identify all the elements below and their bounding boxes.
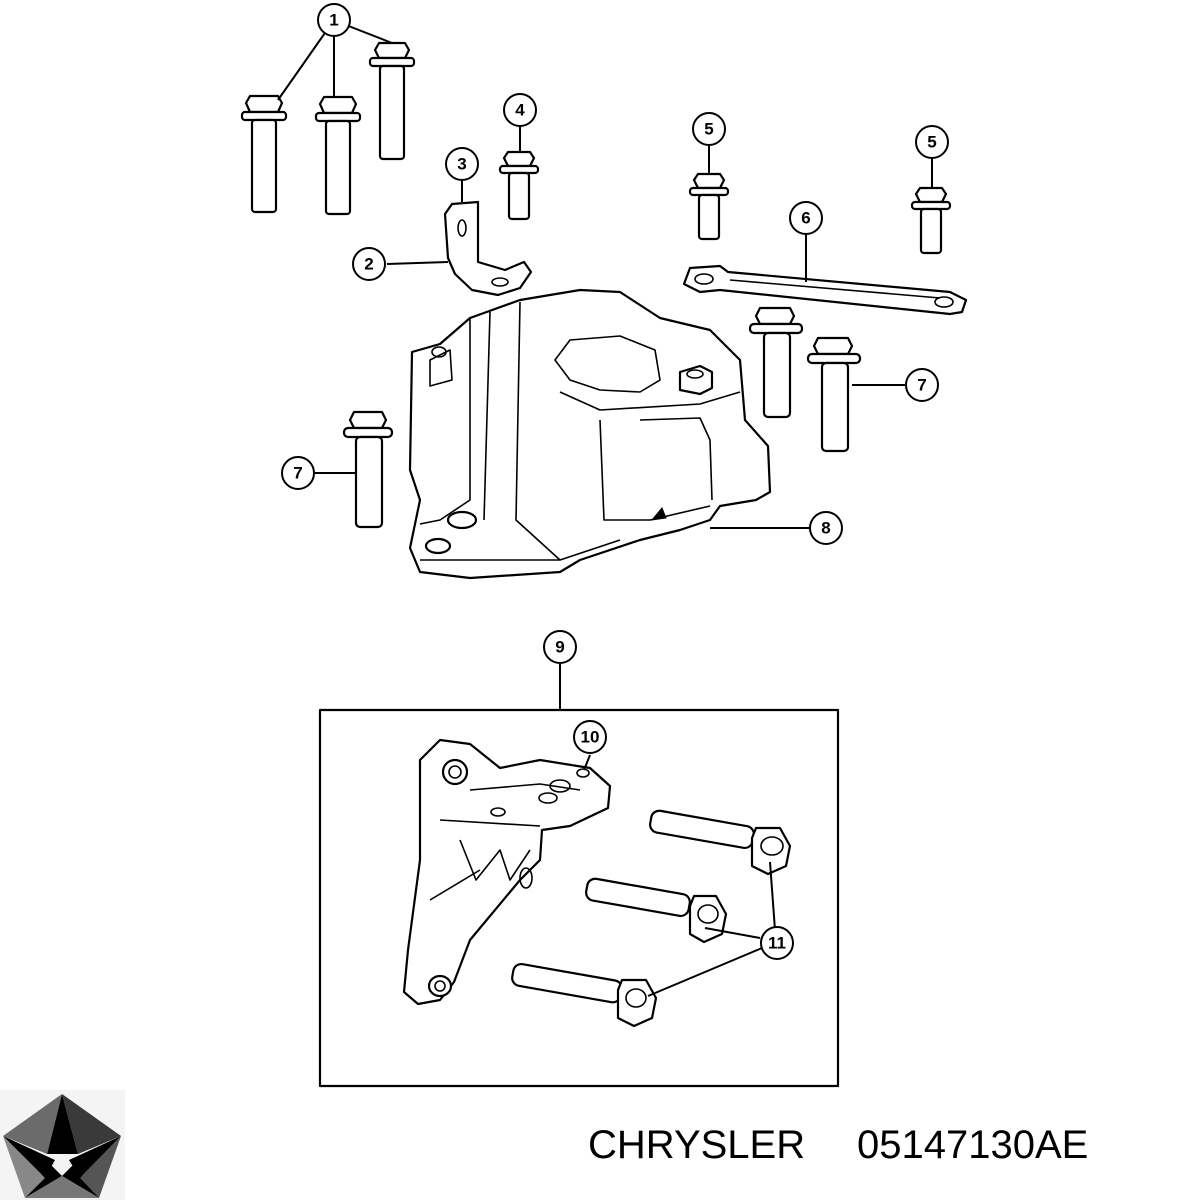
callout-5-left: 5 bbox=[692, 112, 726, 146]
bolt-5-left bbox=[688, 172, 730, 241]
callout-1: 1 bbox=[317, 3, 351, 37]
kit-box bbox=[318, 708, 840, 1088]
callout-label: 6 bbox=[801, 209, 810, 228]
mount-bracket bbox=[402, 738, 612, 1006]
callout-11: 11 bbox=[760, 926, 794, 960]
bolt bbox=[314, 95, 362, 216]
callout-label: 1 bbox=[329, 11, 338, 30]
bolt-11-top bbox=[649, 809, 792, 876]
engine-mount bbox=[408, 288, 772, 580]
leader-lines bbox=[277, 19, 933, 997]
callout-label: 5 bbox=[704, 120, 713, 139]
callout-2: 2 bbox=[352, 247, 386, 281]
bolt-5-right bbox=[910, 186, 952, 255]
bolt bbox=[368, 41, 416, 161]
bolt-11-middle bbox=[585, 877, 728, 944]
part-number: 05147130AE bbox=[857, 1123, 1088, 1167]
callout-label: 10 bbox=[581, 728, 600, 747]
callout-10: 10 bbox=[573, 720, 607, 754]
callout-label: 2 bbox=[364, 255, 373, 274]
torque-link bbox=[682, 264, 968, 316]
callout-label: 7 bbox=[917, 376, 926, 395]
callout-4: 4 bbox=[503, 93, 537, 127]
bolt-7-left bbox=[342, 410, 394, 529]
callout-9: 9 bbox=[543, 630, 577, 664]
bolt-7-right-a bbox=[748, 306, 804, 419]
bolt-group-1 bbox=[240, 41, 416, 216]
bolt-11-bottom bbox=[511, 962, 658, 1028]
chrysler-pentastar-logo bbox=[0, 1090, 125, 1200]
callout-label: 5 bbox=[927, 133, 936, 152]
bolt bbox=[240, 94, 288, 214]
callout-label: 4 bbox=[515, 101, 525, 120]
bolt-7-right-b bbox=[806, 336, 862, 453]
callout-6: 6 bbox=[789, 201, 823, 235]
small-bracket bbox=[443, 200, 533, 297]
callout-label: 9 bbox=[555, 638, 564, 657]
callout-label: 11 bbox=[768, 934, 786, 953]
callout-7-right: 7 bbox=[905, 368, 939, 402]
bolt-4 bbox=[498, 150, 540, 221]
callout-label: 8 bbox=[821, 519, 830, 538]
callout-label: 7 bbox=[293, 464, 302, 483]
callout-label: 3 bbox=[457, 155, 466, 174]
callout-5-right: 5 bbox=[915, 125, 949, 159]
callout-8: 8 bbox=[809, 511, 843, 545]
brand-name: CHRYSLER bbox=[588, 1123, 805, 1167]
callout-7-left: 7 bbox=[281, 456, 315, 490]
callout-3: 3 bbox=[445, 147, 479, 181]
